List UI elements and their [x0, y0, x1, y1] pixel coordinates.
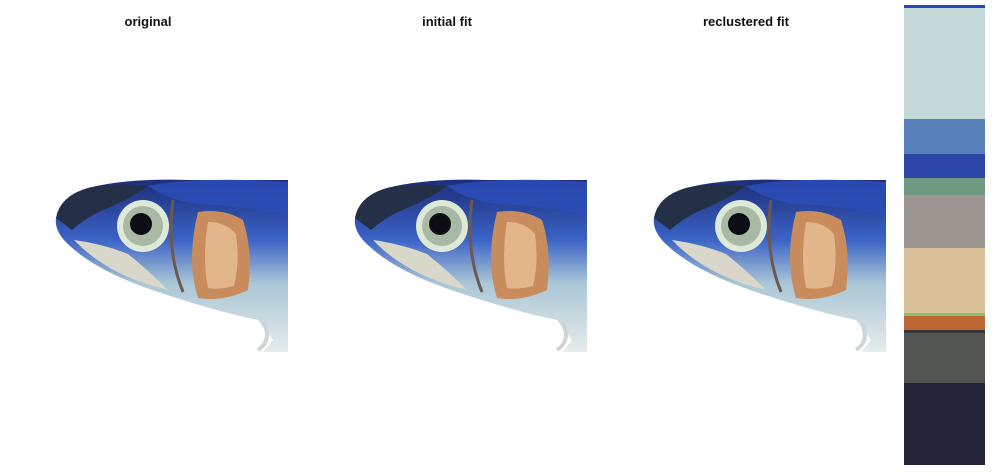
fish-image-reclustered-fit [651, 177, 888, 354]
palette-swatch [904, 195, 985, 249]
palette-swatch [904, 333, 985, 383]
palette-swatch [904, 248, 985, 313]
palette-swatch [904, 312, 985, 316]
panel-original-image [48, 40, 291, 440]
palette-swatch [904, 7, 985, 120]
palette-swatch [904, 154, 985, 178]
fish-image-initial-fit [352, 177, 589, 354]
palette-swatch [904, 5, 985, 8]
title-original: original [124, 14, 172, 29]
fish-image-original [53, 177, 291, 354]
title-initial-fit: initial fit [422, 14, 472, 29]
palette-swatch [904, 177, 985, 196]
palette-swatch [904, 330, 985, 334]
panel-reclustered-fit-image [646, 40, 888, 440]
title-reclustered-fit: reclustered fit [703, 14, 789, 29]
color-palette-strip [904, 5, 985, 465]
panel-initial-fit-image [347, 40, 589, 440]
palette-swatch [904, 382, 985, 465]
palette-swatch [904, 315, 985, 331]
palette-swatch [904, 119, 985, 155]
